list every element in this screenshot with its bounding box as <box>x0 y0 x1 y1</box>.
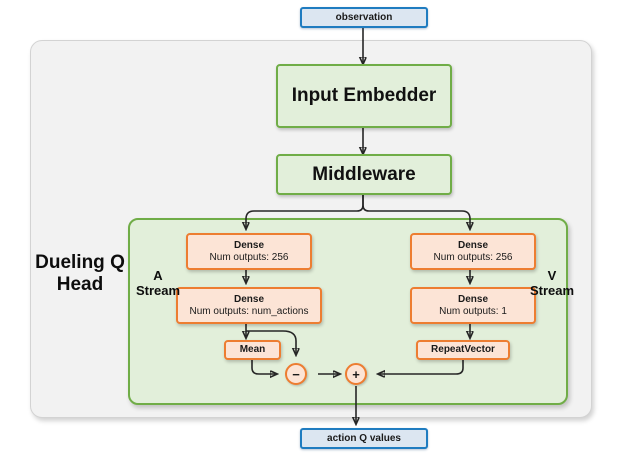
subtract-operator[interactable]: − <box>285 363 307 385</box>
v-stream-dense-1-title: Dense <box>457 239 488 251</box>
observation-label: observation <box>335 11 393 23</box>
a-stream-dense-1-node[interactable]: Dense Num outputs: 256 <box>186 233 312 270</box>
input-embedder-node[interactable]: Input Embedder <box>276 64 452 128</box>
repeat-vector-node[interactable]: RepeatVector <box>416 340 510 360</box>
mean-label: Mean <box>239 344 266 356</box>
v-stream-dense-2-title: Dense <box>457 293 488 305</box>
add-symbol: + <box>352 366 360 382</box>
v-stream-dense-2-node[interactable]: Dense Num outputs: 1 <box>410 287 536 324</box>
repeat-vector-label: RepeatVector <box>431 344 495 356</box>
v-stream-label: V Stream <box>529 268 575 299</box>
a-stream-dense-1-title: Dense <box>233 239 264 251</box>
middleware-node[interactable]: Middleware <box>276 154 452 195</box>
middleware-label: Middleware <box>312 163 416 185</box>
a-stream-dense-2-node[interactable]: Dense Num outputs: num_actions <box>176 287 322 324</box>
a-stream-dense-2-subtitle: Num outputs: num_actions <box>189 306 309 317</box>
v-stream-dense-2-subtitle: Num outputs: 1 <box>439 306 507 317</box>
a-stream-dense-2-title: Dense <box>233 293 264 305</box>
output-label: action Q values <box>327 432 401 444</box>
output-node[interactable]: action Q values <box>300 428 428 449</box>
v-stream-dense-1-subtitle: Num outputs: 256 <box>433 252 513 263</box>
subtract-symbol: − <box>292 366 300 382</box>
v-stream-dense-1-node[interactable]: Dense Num outputs: 256 <box>410 233 536 270</box>
input-embedder-label: Input Embedder <box>291 85 437 107</box>
observation-node[interactable]: observation <box>300 7 428 28</box>
a-stream-dense-1-subtitle: Num outputs: 256 <box>209 252 289 263</box>
a-stream-label: A Stream <box>135 268 181 299</box>
dueling-head-title: Dueling Q Head <box>35 252 125 296</box>
add-operator[interactable]: + <box>345 363 367 385</box>
mean-node[interactable]: Mean <box>224 340 281 360</box>
